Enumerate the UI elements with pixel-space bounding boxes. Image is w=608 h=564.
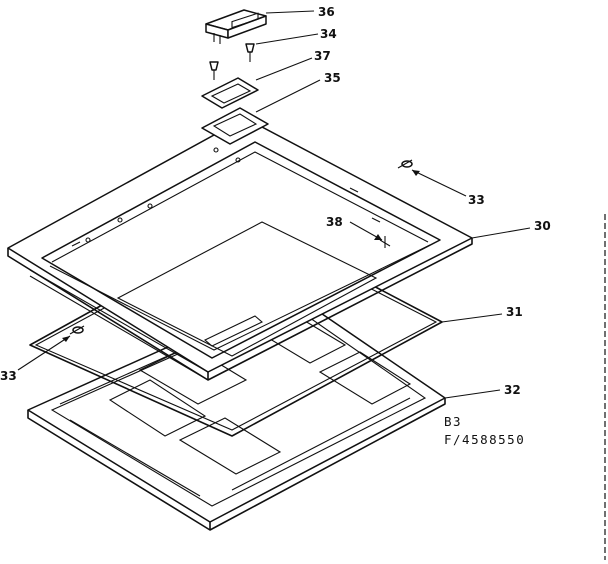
callout-30: 30: [534, 219, 551, 233]
part-33-screw-left: [17, 325, 85, 371]
part-30-frame: [7, 117, 531, 381]
callout-32-leader: [444, 389, 501, 399]
part-35-bracket-plate: [201, 79, 321, 145]
drawing-code-line-1: B3: [444, 414, 462, 429]
part-38-pin: [349, 221, 391, 248]
part-37-clip: [201, 57, 313, 109]
part-34-screws: [209, 33, 319, 80]
callout-34: 34: [320, 27, 337, 41]
callout-38: 38: [326, 215, 343, 229]
callout-36: 36: [318, 5, 335, 19]
drawing-code-line-2: F/4588550: [444, 432, 525, 447]
part-36-switch-housing: [205, 9, 315, 44]
part-32-bottom-panel: [27, 291, 446, 531]
part-33-screw-right: [397, 159, 467, 197]
callout-33-right: 33: [468, 193, 485, 207]
callout-31: 31: [506, 305, 523, 319]
callout-32: 32: [504, 383, 521, 397]
callout-37: 37: [314, 49, 331, 63]
callout-33-left: 33: [0, 369, 17, 383]
callout-35: 35: [324, 71, 341, 85]
